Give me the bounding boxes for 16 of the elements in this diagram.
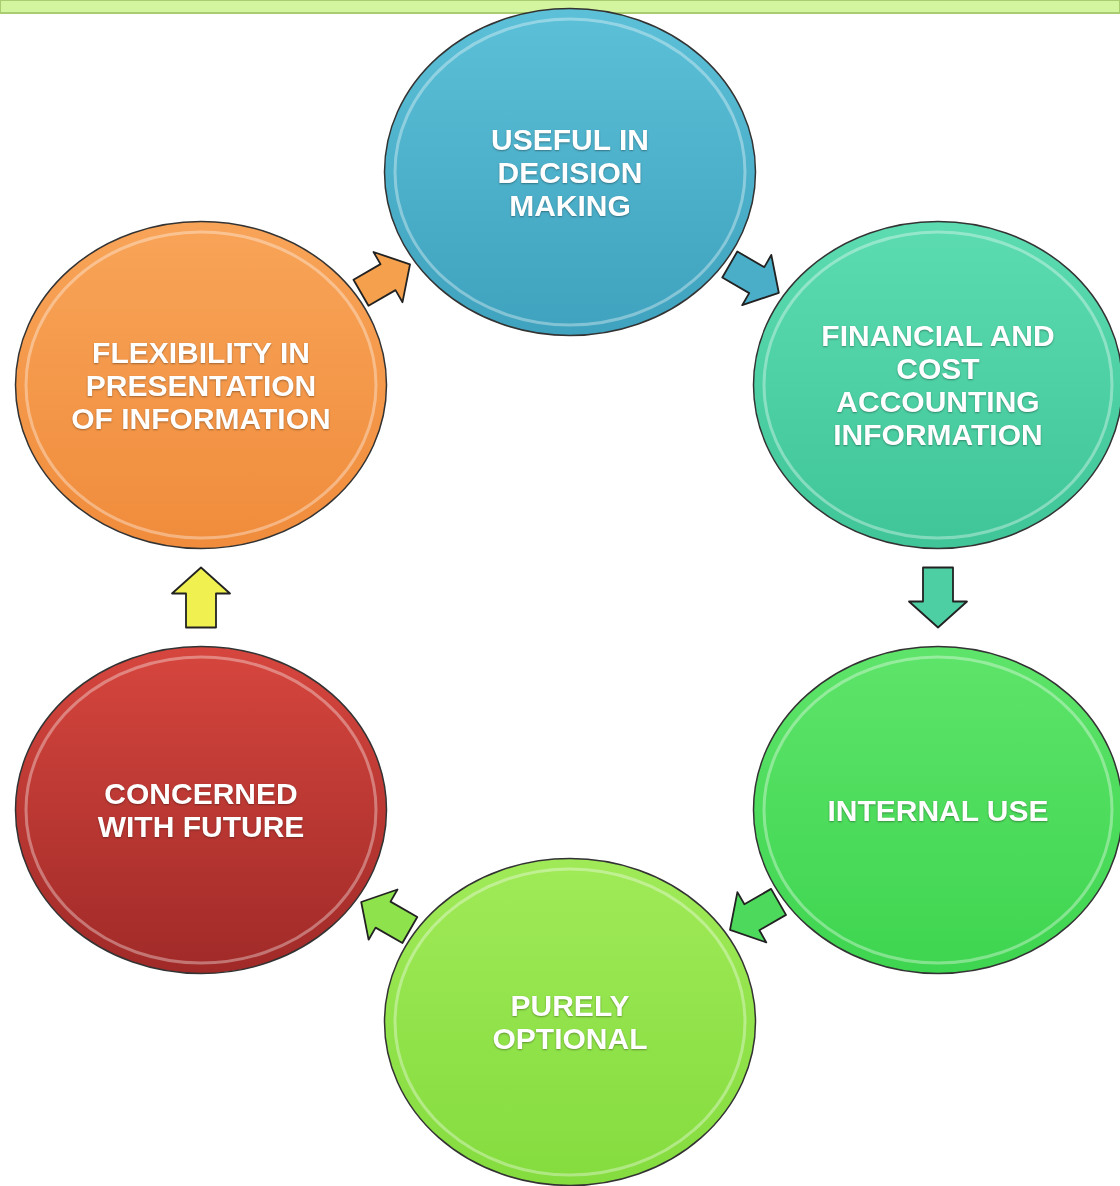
block-arrow (360, 888, 419, 944)
node-label: PURELY OPTIONAL (491, 989, 649, 1055)
node-label: INTERNAL USE (826, 793, 1050, 827)
block-arrow (352, 251, 411, 307)
node-label: FINANCIAL AND COST ACCOUNTING INFORMATION (820, 319, 1056, 451)
node-label: CONCERNED WITH FUTURE (96, 777, 306, 843)
node-label: USEFUL IN DECISION MAKING (490, 122, 650, 222)
block-arrow (171, 566, 231, 629)
ellipse-node (14, 220, 388, 550)
block-arrow (729, 888, 787, 944)
ellipse-node (383, 7, 757, 337)
ellipse-node (14, 645, 388, 975)
block-arrow (721, 250, 780, 307)
node-label: FLEXIBILITY IN PRESENTATION OF INFORMATION (70, 335, 332, 435)
ellipse-node (383, 857, 757, 1186)
block-arrow (908, 566, 968, 629)
